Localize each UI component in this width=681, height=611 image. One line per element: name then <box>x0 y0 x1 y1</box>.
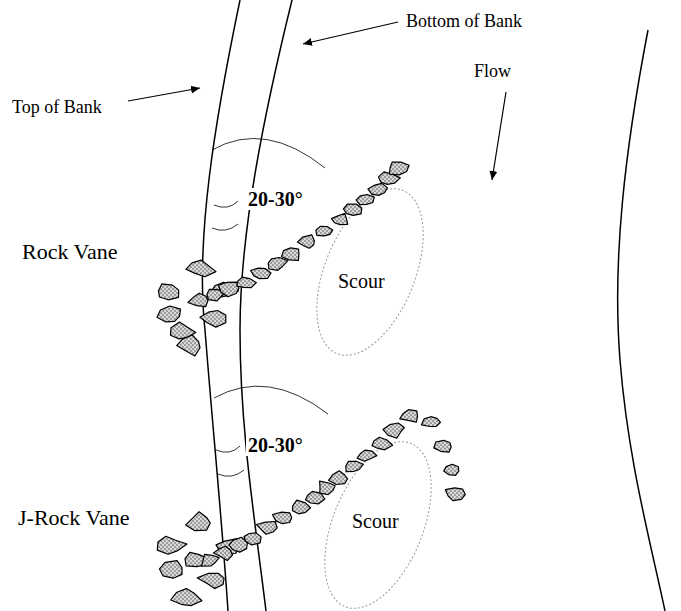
rock <box>159 284 179 300</box>
rock <box>268 258 288 271</box>
rock <box>389 162 409 175</box>
rock <box>272 512 291 524</box>
angle-arc <box>212 201 238 230</box>
angle-label: 20-30° <box>246 434 305 456</box>
scour-zone <box>295 174 444 371</box>
scour-zone <box>303 427 452 611</box>
rock <box>188 293 208 307</box>
rock <box>282 248 299 261</box>
rock <box>329 471 348 485</box>
bottom-of-bank-line <box>240 0 292 611</box>
angle-arc <box>212 138 325 168</box>
scour-label: Scour <box>350 510 401 532</box>
rock <box>368 183 388 195</box>
rock <box>200 311 226 328</box>
rock <box>357 450 377 461</box>
rock <box>171 589 202 606</box>
rock <box>186 260 216 277</box>
rock-group <box>157 162 465 605</box>
scour-label: Scour <box>336 270 387 292</box>
rock <box>346 461 364 471</box>
rock <box>186 512 211 531</box>
rock <box>400 410 418 422</box>
angle-label: 20-30° <box>246 188 305 210</box>
bank-label: Top of Bank <box>10 98 104 118</box>
rock <box>293 500 311 514</box>
rock <box>244 533 261 545</box>
rock <box>201 554 219 566</box>
rock <box>316 226 333 235</box>
rock <box>251 268 271 279</box>
rock <box>372 437 393 450</box>
rock <box>177 335 200 356</box>
rock <box>157 536 187 554</box>
rock <box>445 488 465 501</box>
angle-arc <box>214 386 328 414</box>
leader-arrow <box>128 88 200 101</box>
rock <box>356 195 374 205</box>
rock <box>343 204 361 215</box>
rock <box>383 423 404 438</box>
flow-arrow <box>492 92 506 180</box>
rock <box>157 306 181 322</box>
rock <box>160 561 183 579</box>
rock <box>197 573 224 588</box>
rock <box>237 277 257 288</box>
structure-label: Rock Vane <box>20 240 120 264</box>
structure-label: J-Rock Vane <box>16 506 131 530</box>
bank-label: Bottom of Bank <box>404 12 524 32</box>
rock <box>332 213 348 224</box>
rock <box>434 440 451 452</box>
rock <box>213 546 232 560</box>
far-bank-line <box>618 30 665 611</box>
rock <box>257 522 278 535</box>
rock <box>297 235 314 248</box>
leader-arrow <box>303 22 398 44</box>
rock <box>422 417 441 427</box>
rock <box>444 464 459 475</box>
rock <box>218 282 239 297</box>
angle-arc <box>216 446 244 476</box>
flow-label: Flow <box>472 62 513 82</box>
